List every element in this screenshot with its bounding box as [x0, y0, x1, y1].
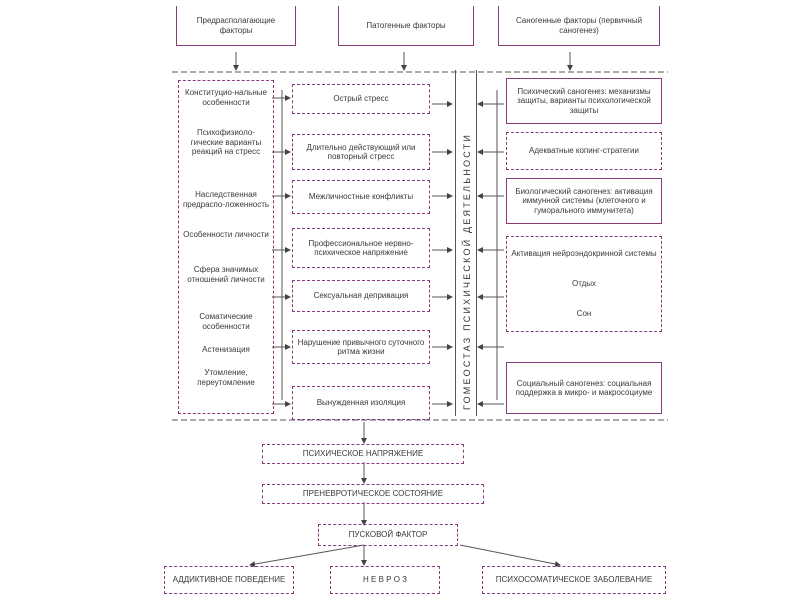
stress-factor-label: Вынужденная изоляция — [316, 398, 406, 408]
pathogenic-factors-header: Патогенные факторы — [338, 6, 474, 46]
predisposing-item: Сфера значимых отношений личности — [187, 265, 265, 284]
stress-factor-label: Острый стресс — [333, 94, 389, 104]
sanogenic-factors-label: Саногенные факторы (первичный саногенез) — [515, 16, 643, 35]
neurosis-box: Н Е В Р О З — [330, 566, 440, 594]
predisposing-item: Астенизация — [202, 345, 250, 354]
stress-factor-label: Профессиональное нервно-психическое напр… — [308, 238, 414, 258]
social-sanogenesis-label: Социальный саногенез: социальная поддерж… — [515, 378, 653, 398]
homeostasis-column: ГОМЕОСТАЗ ПСИХИЧЕСКОЙ ДЕЯТЕЛЬНОСТИ — [455, 70, 477, 416]
stress-factor-box: Межличностные конфликты — [292, 180, 430, 214]
stress-factor-label: Межличностные конфликты — [308, 192, 414, 202]
predisposing-item: Конституцио-нальные особенности — [185, 88, 267, 107]
predisposing-item: Соматические особенности — [199, 312, 253, 331]
coping-strategies-label: Адекватные копинг-стратегии — [529, 146, 639, 156]
preneurotic-state-label: ПРЕНЕВРОТИЧЕСКОЕ СОСТОЯНИЕ — [302, 489, 444, 499]
mental-tension-box: ПСИХИЧЕСКОЕ НАПРЯЖЕНИЕ — [262, 444, 464, 464]
stress-factor-box: Профессиональное нервно-психическое напр… — [292, 228, 430, 268]
stress-factor-box: Сексуальная депривация — [292, 280, 430, 312]
trigger-factor-label: ПУСКОВОЙ ФАКТОР — [348, 530, 428, 540]
sleep-label: Сон — [576, 309, 592, 319]
predisposing-factors-label: Предрасполагающие факторы — [196, 16, 276, 35]
stress-factor-label: Нарушение привычного суточного ритма жиз… — [297, 337, 425, 357]
predisposing-item: Утомление, переутомление — [197, 368, 255, 387]
psychological-sanogenesis-box: Психический саногенез: механизмы защиты,… — [506, 78, 662, 124]
pathogenic-factors-label: Патогенные факторы — [366, 20, 446, 30]
biological-sanogenesis-label: Биологический саногенез: активация иммун… — [515, 186, 653, 215]
homeostasis-text: ГОМЕОСТАЗ ПСИХИЧЕСКОЙ ДЕЯТЕЛЬНОСТИ — [461, 133, 472, 410]
stress-factor-box: Нарушение привычного суточного ритма жиз… — [292, 330, 430, 364]
addictive-behavior-label: АДДИКТИВНОЕ ПОВЕДЕНИЕ — [172, 575, 286, 585]
svg-text:ГОМЕОСТАЗ ПСИХИЧЕСКОЙ ДЕЯТЕЛЬН: ГОМЕОСТАЗ ПСИХИЧЕСКОЙ ДЕЯТЕЛЬНОСТИ — [461, 133, 472, 410]
psychosomatic-disease-label: ПСИХОСОМАТИЧЕСКОЕ ЗАБОЛЕВАНИЕ — [495, 575, 653, 585]
predisposing-item: Особенности личности — [183, 230, 269, 239]
neurosis-label: Н Е В Р О З — [363, 575, 407, 585]
neuroendocrine-label: Активация нейроэндокринной системы — [511, 249, 657, 259]
preneurotic-state-box: ПРЕНЕВРОТИЧЕСКОЕ СОСТОЯНИЕ — [262, 484, 484, 504]
predisposing-factors-header: Предрасполагающие факторы — [176, 6, 296, 46]
stress-factor-box: Острый стресс — [292, 84, 430, 114]
predisposing-column — [178, 80, 274, 414]
stress-factor-label: Длительно действующий или повторный стре… — [306, 142, 416, 162]
biological-sanogenesis-box: Биологический саногенез: активация иммун… — [506, 178, 662, 224]
coping-strategies-box: Адекватные копинг-стратегии — [506, 132, 662, 170]
mental-tension-label: ПСИХИЧЕСКОЕ НАПРЯЖЕНИЕ — [302, 449, 424, 459]
stress-factor-box: Вынужденная изоляция — [292, 386, 430, 420]
neuroendocrine-box: Активация нейроэндокринной системы Отдых… — [506, 236, 662, 332]
social-sanogenesis-box: Социальный саногенез: социальная поддерж… — [506, 362, 662, 414]
stress-factor-label: Сексуальная депривация — [313, 291, 409, 301]
psychological-sanogenesis-label: Психический саногенез: механизмы защиты,… — [517, 86, 651, 115]
psychosomatic-disease-box: ПСИХОСОМАТИЧЕСКОЕ ЗАБОЛЕВАНИЕ — [482, 566, 666, 594]
trigger-factor-box: ПУСКОВОЙ ФАКТОР — [318, 524, 458, 546]
addictive-behavior-box: АДДИКТИВНОЕ ПОВЕДЕНИЕ — [164, 566, 294, 594]
rest-label: Отдых — [571, 279, 597, 289]
stress-factor-box: Длительно действующий или повторный стре… — [292, 134, 430, 170]
predisposing-item: Наследственная предраспо-ложенность — [182, 190, 270, 209]
predisposing-item: Психофизиоло-гические варианты реакций н… — [190, 128, 262, 156]
sanogenic-factors-header: Саногенные факторы (первичный саногенез) — [498, 6, 660, 46]
